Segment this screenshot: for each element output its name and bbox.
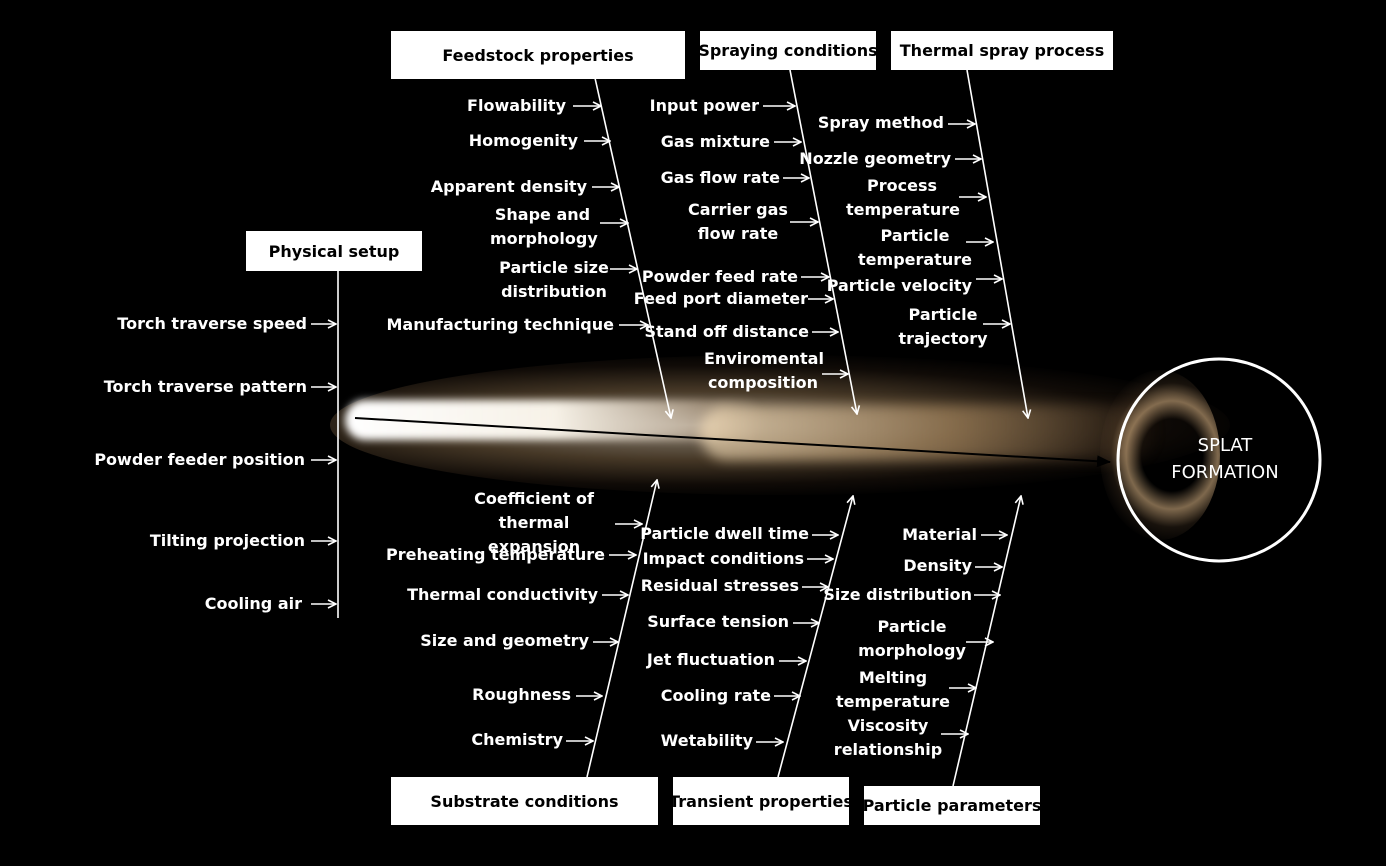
cause-label: Homogenity xyxy=(469,129,578,153)
cause-label: Size distribution xyxy=(823,583,972,607)
cause-label: Preheating temperature xyxy=(386,543,605,567)
category-particle: Particle parameters xyxy=(864,786,1040,825)
category-physical: Physical setup xyxy=(246,231,422,271)
cause-label: Manufacturing technique xyxy=(386,313,614,337)
cause-label: Material xyxy=(902,523,977,547)
cause-label: Tilting projection xyxy=(150,529,305,553)
cause-label: Surface tension xyxy=(647,610,789,634)
cause-label: Size and geometry xyxy=(420,629,589,653)
cause-label: Particle trajectory xyxy=(888,303,998,351)
cause-label: Particle size distribution xyxy=(498,256,610,304)
cause-label: Shape and morphology xyxy=(490,203,595,251)
cause-label: Torch traverse speed xyxy=(117,312,307,336)
cause-label: Carrier gas flow rate xyxy=(688,198,788,246)
cause-label: Apparent density xyxy=(431,175,587,199)
cause-label: Input power xyxy=(650,94,759,118)
cause-label: Melting temperature xyxy=(834,666,952,714)
cause-label: Torch traverse pattern xyxy=(104,375,307,399)
cause-label: Process temperature xyxy=(846,174,958,222)
cause-label: Density xyxy=(903,554,972,578)
cause-label: Nozzle geometry xyxy=(799,147,951,171)
spine-arrow xyxy=(355,418,1110,462)
cause-label: Jet fluctuation xyxy=(647,648,775,672)
cause-label: Roughness xyxy=(472,683,571,707)
category-transient: Transient properties xyxy=(673,777,849,825)
cause-label: Particle morphology xyxy=(856,615,968,663)
cause-label: Powder feeder position xyxy=(94,448,305,472)
cause-label: Impact conditions xyxy=(643,547,804,571)
category-spraying: Spraying conditions xyxy=(700,31,876,70)
cause-label: Particle temperature xyxy=(856,224,974,272)
category-substrate: Substrate conditions xyxy=(391,777,658,825)
cause-label: Powder feed rate xyxy=(642,265,798,289)
effect-label: SPLAT FORMATION xyxy=(1164,432,1286,486)
cause-label: Residual stresses xyxy=(641,574,799,598)
cause-label: Thermal conductivity xyxy=(407,583,598,607)
cause-label: Cooling air xyxy=(205,592,302,616)
cause-label: Particle velocity xyxy=(827,274,972,298)
cause-label: Particle dwell time xyxy=(640,522,809,546)
cause-label: Enviromental composition xyxy=(704,347,822,395)
cause-label: Gas mixture xyxy=(661,130,770,154)
bone-feedstock xyxy=(595,78,671,418)
cause-label: Stand off distance xyxy=(644,320,809,344)
cause-label: Gas flow rate xyxy=(661,166,780,190)
cause-label: Chemistry xyxy=(471,728,563,752)
cause-label: Flowability xyxy=(467,94,566,118)
category-thermal: Thermal spray process xyxy=(891,31,1113,70)
category-feedstock: Feedstock properties xyxy=(391,31,685,79)
cause-label: Feed port diameter xyxy=(634,287,808,311)
cause-label: Wetability xyxy=(661,729,753,753)
bone-thermal xyxy=(967,70,1028,418)
cause-label: Cooling rate xyxy=(661,684,771,708)
cause-label: Spray method xyxy=(818,111,944,135)
cause-label: Viscosity relationship xyxy=(832,714,944,762)
